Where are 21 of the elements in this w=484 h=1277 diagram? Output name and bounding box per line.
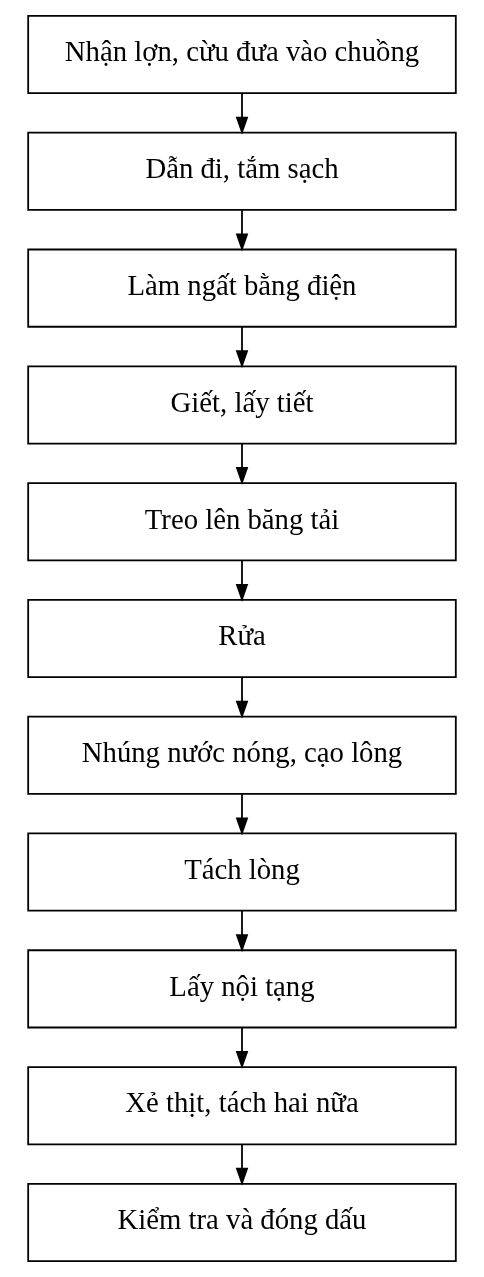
node-box: Tách lòng <box>27 832 457 912</box>
node-box: Làm ngất bằng điện <box>27 248 457 328</box>
arrow <box>235 793 249 836</box>
arrow <box>235 1143 249 1186</box>
arrow <box>235 559 249 602</box>
arrow <box>235 209 249 252</box>
node-box: Giết, lấy tiết <box>27 365 457 445</box>
node-box: Xẻ thịt, tách hai nữa <box>27 1066 457 1146</box>
node-box: Lấy nội tạng <box>27 949 457 1029</box>
node-box: Dẫn đi, tắm sạch <box>27 131 457 211</box>
node-box: Kiểm tra và đóng dấu <box>27 1182 457 1262</box>
node-box: Nhúng nước nóng, cạo lông <box>27 715 457 795</box>
arrow <box>235 442 249 486</box>
node-box: Nhận lợn, cừu đưa vào chuồng <box>27 15 457 95</box>
arrow <box>235 92 249 135</box>
node-box: Rửa <box>27 598 457 679</box>
arrow <box>235 676 249 719</box>
arrow <box>235 910 249 953</box>
node-box: Treo lên băng tải <box>27 482 457 562</box>
arrow <box>235 1026 249 1070</box>
arrow <box>235 326 249 369</box>
